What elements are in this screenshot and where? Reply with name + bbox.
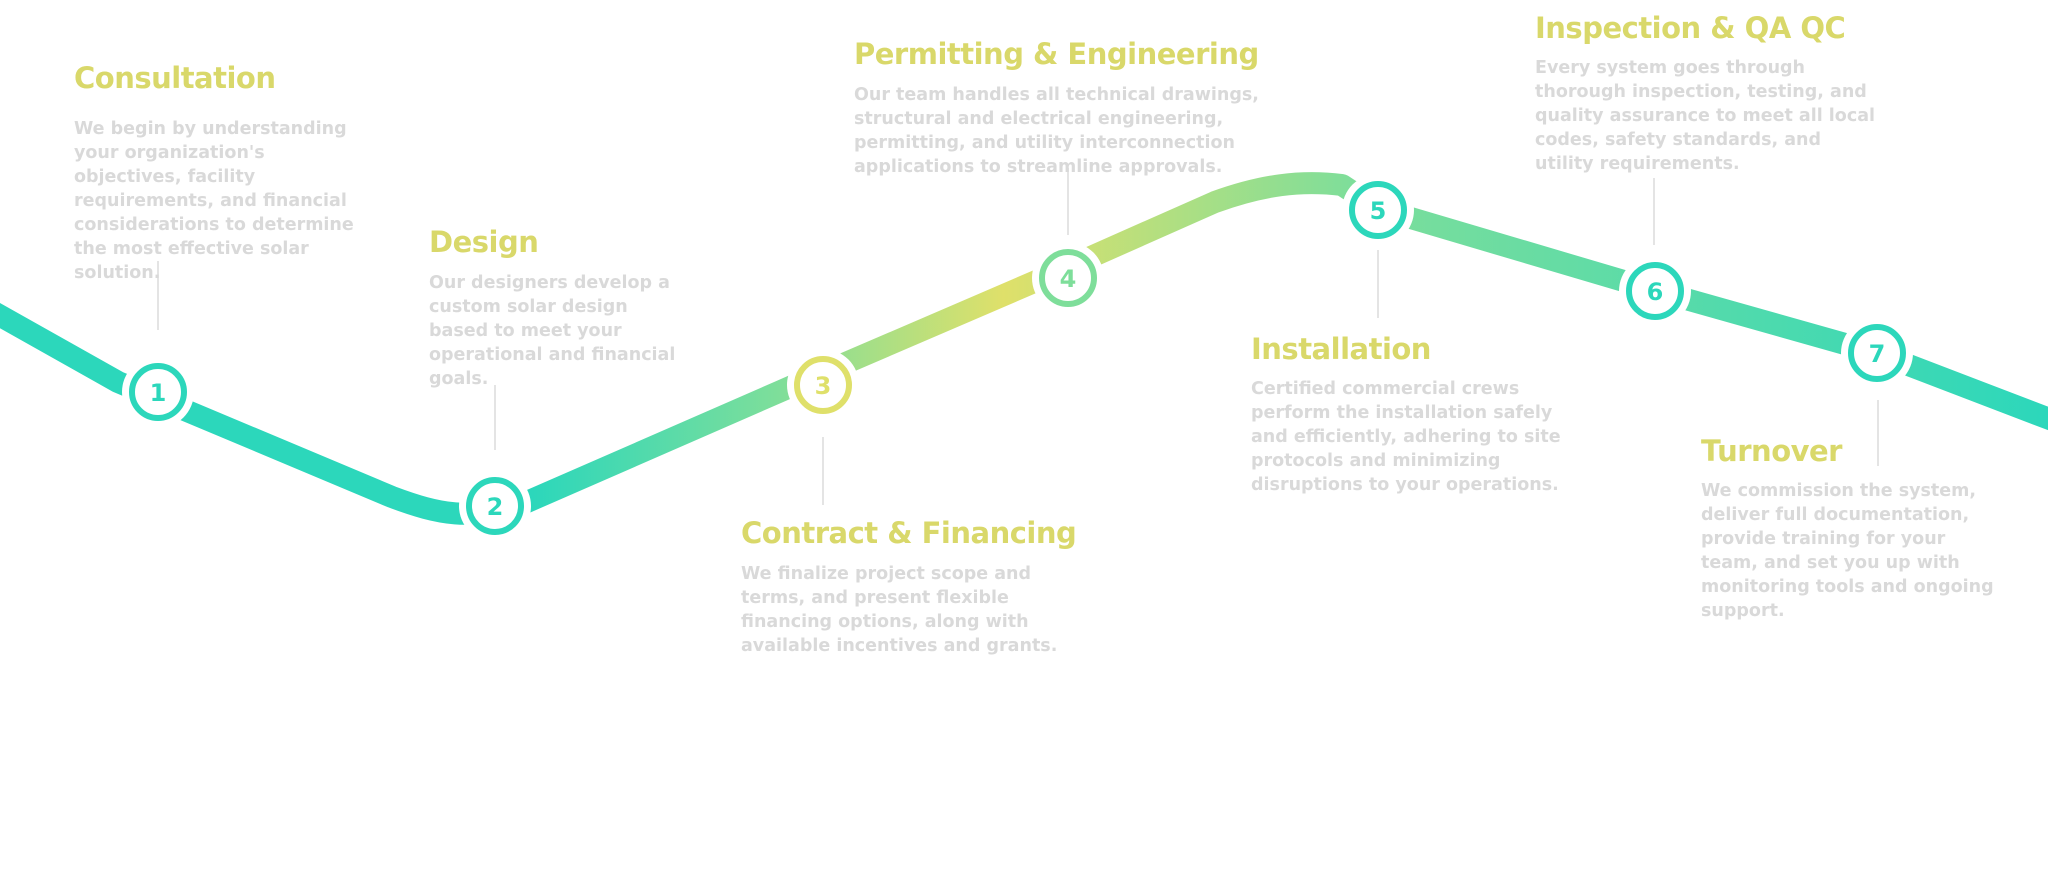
- step-5-title: Installation: [1251, 332, 1431, 366]
- step-3-node: 3: [787, 349, 859, 421]
- step-6-title: Inspection & QA QC: [1535, 11, 1846, 45]
- step-5-node: 5: [1342, 174, 1414, 246]
- step-1-node: 1: [122, 356, 194, 428]
- step-7-title: Turnover: [1701, 434, 1843, 468]
- step-6-number: 6: [1647, 278, 1664, 306]
- connector-line-6: [1653, 178, 1655, 245]
- step-5-node-ring: [1349, 181, 1407, 239]
- step-7-node-ring: [1848, 324, 1906, 382]
- connector-line-5: [1377, 250, 1379, 318]
- step-3-title: Contract & Financing: [741, 516, 1077, 550]
- step-3-description: We finalize project scope and terms, and…: [741, 564, 1058, 656]
- connector-line-7: [1877, 400, 1879, 466]
- step-5-number: 5: [1370, 197, 1387, 225]
- step-4-node-ring: [1039, 249, 1097, 307]
- connector-line-2: [494, 385, 496, 450]
- step-6-node-ring: [1626, 262, 1684, 320]
- step-7-node: 7: [1841, 317, 1913, 389]
- step-2-title: Design: [429, 225, 539, 259]
- connector-line-1: [157, 261, 159, 330]
- connector-line-4: [1067, 168, 1069, 235]
- step-7-number: 7: [1869, 340, 1886, 368]
- step-1-title: Consultation: [74, 61, 276, 95]
- step-2-description: Our designers develop a custom solar des…: [429, 273, 676, 389]
- step-4-title: Permitting & Engineering: [854, 37, 1259, 71]
- step-1-description: We begin by understanding your organizat…: [74, 119, 354, 283]
- connector-line-3: [822, 437, 824, 505]
- step-6-node: 6: [1619, 255, 1691, 327]
- step-1-number: 1: [150, 379, 167, 407]
- step-4-description: Our team handles all technical drawings,…: [854, 85, 1259, 177]
- timeline-road-line: [0, 172, 2048, 525]
- step-1-node-ring: [129, 363, 187, 421]
- step-3-node-ring: [794, 356, 852, 414]
- step-4-number: 4: [1060, 265, 1077, 293]
- step-3-number: 3: [815, 372, 832, 400]
- step-2-number: 2: [487, 493, 504, 521]
- step-2-node-ring: [466, 477, 524, 535]
- timeline-road: [0, 160, 2048, 537]
- step-2-node: 2: [459, 470, 531, 542]
- step-5-description: Certified commercial crews perform the i…: [1251, 379, 1561, 495]
- step-4-node: 4: [1032, 242, 1104, 314]
- step-7-description: We commission the system, deliver full d…: [1701, 481, 1994, 621]
- step-6-description: Every system goes through thorough inspe…: [1535, 58, 1876, 174]
